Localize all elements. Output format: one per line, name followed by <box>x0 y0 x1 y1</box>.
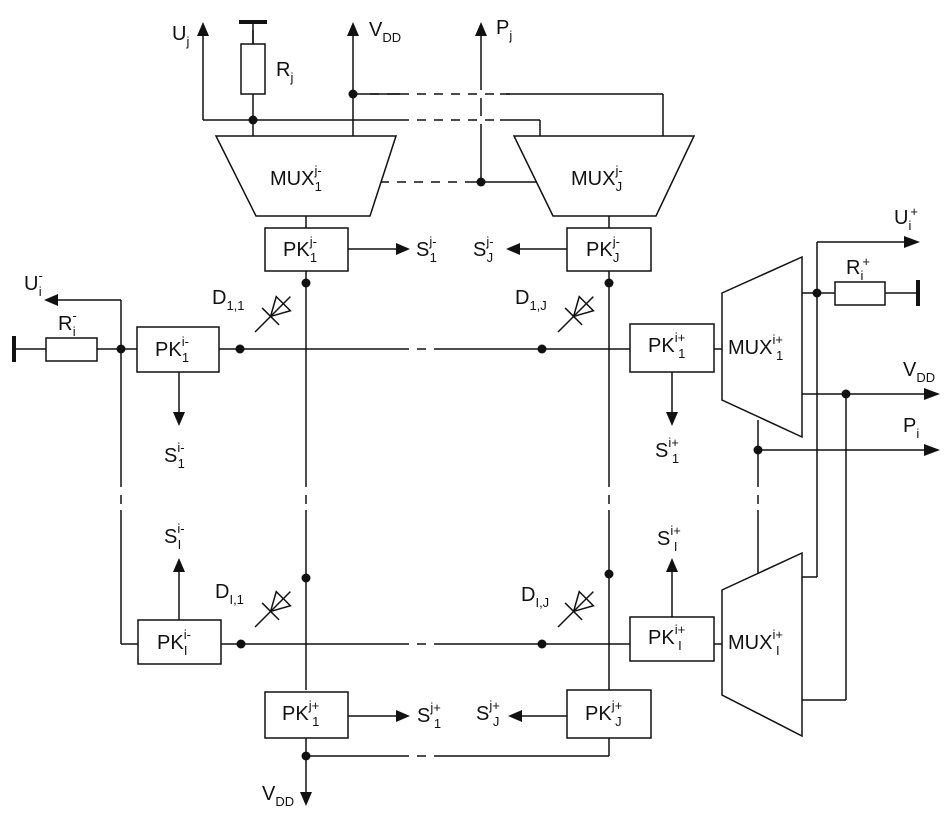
label-pk-j-minus-1: PKj-1 <box>283 234 317 265</box>
label-pk-i-minus-1: PKi-1 <box>155 334 189 365</box>
label-s-j-minus-1: Sj-1 <box>416 234 437 265</box>
label-s-i-plus-1: Si+1 <box>655 435 679 466</box>
label-vdd-top: VDD <box>369 19 401 45</box>
label-mux-i-plus-1: MUXi+1 <box>728 332 783 363</box>
label-pj: Pj <box>496 17 512 43</box>
dash-masks <box>380 90 500 760</box>
label-pk-j-minus-J: PKj-J <box>586 234 620 265</box>
resistor-ri-plus <box>834 281 886 306</box>
label-vdd-bottom: VDD <box>262 783 294 809</box>
pk-i-minus-1 <box>136 326 220 373</box>
label-s-i-plus-I: Si+I <box>657 523 681 554</box>
junction-dots <box>116 89 851 761</box>
label-pk-i-minus-I: PKi-I <box>157 627 191 658</box>
pk-i-plus-I <box>629 616 715 662</box>
label-dIJ: DI,J <box>521 584 549 610</box>
label-pi: Pi <box>903 415 919 441</box>
diode-d1J <box>548 287 603 342</box>
diode-d11 <box>245 287 300 342</box>
label-d1J: D1,J <box>515 287 547 313</box>
label-mux-j-minus-1: MUXj-1 <box>270 163 322 194</box>
label-ui-plus: Ui+ <box>894 204 918 233</box>
diode-dIJ <box>548 582 603 637</box>
mux-i-plus-1 <box>721 255 803 439</box>
pk-j-minus-1 <box>264 227 349 272</box>
pk-i-plus-1 <box>629 323 715 373</box>
label-mux-i-plus-I: MUXi+I <box>728 627 783 658</box>
label-ri-minus: R-i <box>58 308 77 339</box>
label-s-j-plus-1: Sj+1 <box>417 700 441 731</box>
pk-j-minus-J <box>566 227 652 272</box>
pk-j-plus-1 <box>264 691 349 739</box>
label-ri-plus: Ri+ <box>846 254 870 283</box>
mux-i-plus-I <box>721 551 803 738</box>
pk-i-minus-I <box>137 619 222 665</box>
label-s-j-plus-J: Sj+J <box>476 698 500 729</box>
label-ui-minus: U-i <box>24 268 43 299</box>
resistor-rj <box>240 43 266 95</box>
label-mux-j-minus-J: MUXj-J <box>571 163 623 194</box>
label-s-j-minus-J: Sj-J <box>473 234 494 265</box>
label-pk-i-plus-I: PKi+I <box>648 622 685 653</box>
label-pk-j-plus-J: PKj+J <box>585 698 622 729</box>
label-vdd-right: VDD <box>903 359 935 385</box>
label-rj: Rj <box>276 59 293 85</box>
mux-j-minus-J <box>512 135 696 217</box>
mux-j-minus-1 <box>214 135 398 217</box>
pk-j-plus-J <box>566 689 652 739</box>
label-pk-j-plus-1: PKj+1 <box>282 698 319 729</box>
label-s-i-minus-I: Si-I <box>164 521 185 552</box>
resistor-ri-minus <box>45 337 98 362</box>
label-pk-i-plus-1: PKi+1 <box>648 330 685 361</box>
label-uj: Uj <box>172 23 189 49</box>
diode-dI1 <box>245 582 300 637</box>
label-dI1: DI,1 <box>215 581 244 607</box>
labels: Uj Rj VDD Pj MUXj-1 MUXj-J PKj-1 PKj-J S… <box>24 17 935 809</box>
label-d11: D1,1 <box>212 287 245 313</box>
label-s-i-minus-1: Si-1 <box>164 440 185 471</box>
arrowheads <box>44 22 940 806</box>
